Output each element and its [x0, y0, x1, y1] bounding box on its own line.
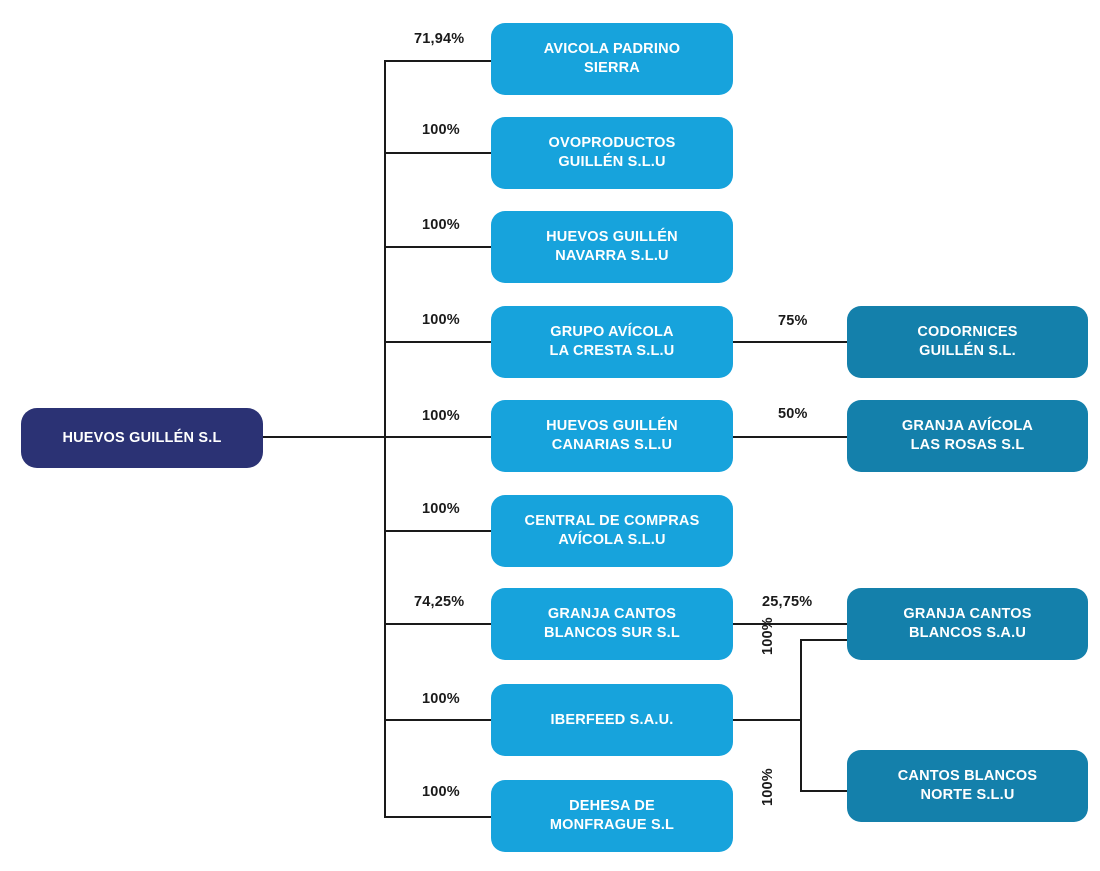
percentage-label-node-2: 100%	[422, 122, 460, 138]
node-label: CENTRAL DE COMPRAS AVÍCOLA S.L.U	[524, 513, 700, 548]
node-label: GRANJA AVÍCOLA LAS ROSAS S.L	[901, 418, 1034, 453]
node-grupo-avicola-la-cresta[interactable]: GRUPO AVÍCOLA LA CRESTA S.L.U	[491, 306, 733, 378]
percentage-label-node-3: 100%	[422, 217, 460, 233]
connector-cresta-to-codornices	[732, 341, 848, 343]
connector-spine-to-node-7	[384, 623, 492, 625]
node-huevos-guillen-navarra[interactable]: HUEVOS GUILLÉN NAVARRA S.L.U	[491, 211, 733, 283]
connector-spine-to-node-2	[384, 152, 492, 154]
node-label: GRANJA CANTOS BLANCOS SUR S.L	[544, 606, 680, 641]
node-granja-cantos-blancos-sau[interactable]: GRANJA CANTOS BLANCOS S.A.U	[847, 588, 1088, 660]
connector-bracket-lower-arm	[800, 790, 848, 792]
node-avicola-padrino-sierra[interactable]: AVICOLA PADRINO SIERRA	[491, 23, 733, 95]
node-label: IBERFEED S.A.U.	[550, 711, 674, 728]
connector-iberfeed-stub	[732, 719, 802, 721]
node-codornices-guillen[interactable]: CODORNICES GUILLÉN S.L.	[847, 306, 1088, 378]
connector-spine-to-node-1	[384, 60, 492, 62]
connector-spine-to-node-9	[384, 816, 492, 818]
node-label: CODORNICES GUILLÉN S.L.	[917, 324, 1018, 359]
connector-main-spine	[384, 60, 386, 817]
connector-bracket-upper-arm	[800, 639, 848, 641]
node-label: HUEVOS GUILLÉN NAVARRA S.L.U	[546, 229, 678, 264]
percentage-label-bracket-upper: 100%	[760, 617, 776, 655]
node-cantos-blancos-norte[interactable]: CANTOS BLANCOS NORTE S.L.U	[847, 750, 1088, 822]
connector-cantossur-to-cantossau	[732, 623, 848, 625]
percentage-label-cantossau: 25,75%	[762, 594, 813, 610]
node-granja-cantos-blancos-sur[interactable]: GRANJA CANTOS BLANCOS SUR S.L	[491, 588, 733, 660]
connector-spine-to-node-4	[384, 341, 492, 343]
percentage-label-node-9: 100%	[422, 784, 460, 800]
node-root-huevos-guillen[interactable]: HUEVOS GUILLÉN S.L	[21, 408, 263, 468]
connector-canarias-to-lasrosas	[732, 436, 848, 438]
node-label: OVOPRODUCTOS GUILLÉN S.L.U	[548, 135, 676, 170]
percentage-label-node-4: 100%	[422, 312, 460, 328]
percentage-label-lasrosas: 50%	[778, 406, 808, 422]
node-label: HUEVOS GUILLÉN CANARIAS S.L.U	[546, 418, 678, 453]
node-dehesa-de-monfrague[interactable]: DEHESA DE MONFRAGUE S.L	[491, 780, 733, 852]
node-label: GRUPO AVÍCOLA LA CRESTA S.L.U	[549, 324, 675, 359]
percentage-label-node-7: 74,25%	[414, 594, 465, 610]
percentage-label-codornices: 75%	[778, 313, 808, 329]
connector-iberfeed-bracket-riser	[800, 639, 802, 791]
percentage-label-node-6: 100%	[422, 501, 460, 517]
node-label: CANTOS BLANCOS NORTE S.L.U	[897, 768, 1038, 803]
connector-spine-to-node-3	[384, 246, 492, 248]
node-iberfeed[interactable]: IBERFEED S.A.U.	[491, 684, 733, 756]
connector-spine-to-node-5	[384, 436, 492, 438]
node-label: GRANJA CANTOS BLANCOS S.A.U	[903, 606, 1032, 641]
connector-spine-to-node-6	[384, 530, 492, 532]
percentage-label-node-1: 71,94%	[414, 31, 465, 47]
node-ovoproductos-guillen[interactable]: OVOPRODUCTOS GUILLÉN S.L.U	[491, 117, 733, 189]
node-label: AVICOLA PADRINO SIERRA	[543, 41, 681, 76]
connector-spine-to-node-8	[384, 719, 492, 721]
percentage-label-bracket-lower: 100%	[760, 768, 776, 806]
node-label: DEHESA DE MONFRAGUE S.L	[549, 798, 675, 833]
percentage-label-node-8: 100%	[422, 691, 460, 707]
connector-root-to-spine	[263, 436, 385, 438]
percentage-label-node-5: 100%	[422, 408, 460, 424]
node-granja-avicola-las-rosas[interactable]: GRANJA AVÍCOLA LAS ROSAS S.L	[847, 400, 1088, 472]
node-label: HUEVOS GUILLÉN S.L	[62, 429, 222, 446]
node-huevos-guillen-canarias[interactable]: HUEVOS GUILLÉN CANARIAS S.L.U	[491, 400, 733, 472]
node-central-de-compras-avicola[interactable]: CENTRAL DE COMPRAS AVÍCOLA S.L.U	[491, 495, 733, 567]
